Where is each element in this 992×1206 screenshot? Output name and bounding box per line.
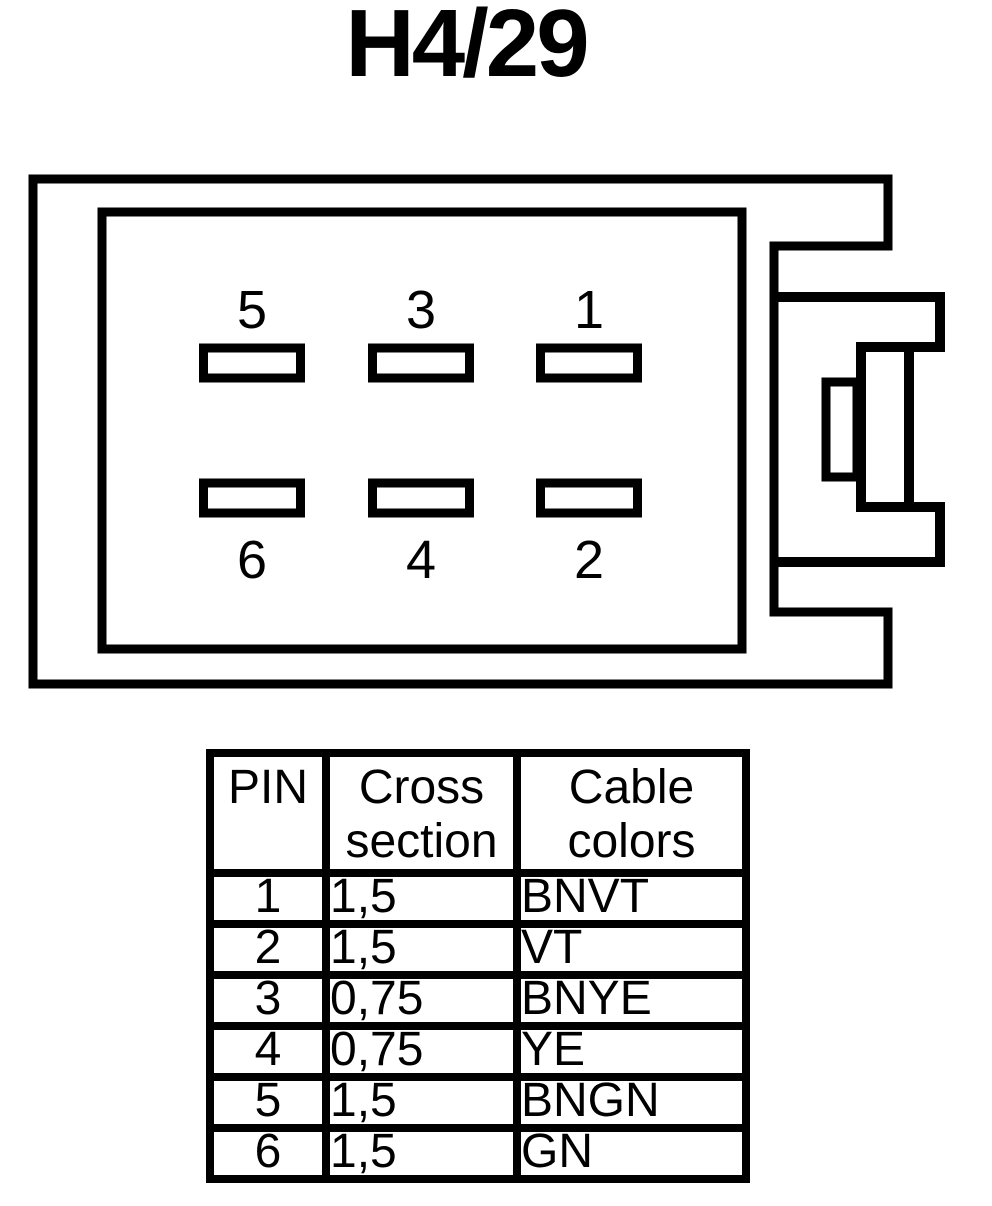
pin-slot-3 [368, 343, 474, 383]
pin-slot-5 [199, 343, 305, 383]
pin-label-3: 3 [406, 280, 436, 340]
cross-section-cell: 1,5 [322, 1073, 521, 1132]
header-pin: PIN [206, 749, 330, 877]
cable-color-cell: BNYE [513, 971, 750, 1030]
latch-tab-inner [821, 377, 862, 482]
pin-slot-4 [368, 478, 474, 518]
cross-section-cell: 0,75 [322, 971, 521, 1030]
table-row: 3 0,75 BNYE [206, 971, 750, 1030]
cable-color-cell: VT [513, 920, 750, 979]
pin-slot-6 [199, 478, 305, 518]
table-row: 2 1,5 VT [206, 920, 750, 979]
pin-label-1: 1 [574, 280, 604, 340]
connector-title: H4/29 [345, 0, 589, 97]
connector-diagram: 5 3 1 6 4 2 [28, 174, 945, 689]
table-row: 5 1,5 BNGN [206, 1073, 750, 1132]
pin-label-5: 5 [237, 280, 267, 340]
pinout-table: PIN Cross section Cable colors 1 1,5 BNV… [206, 749, 750, 1183]
pin-slot-2 [536, 478, 642, 518]
pin-cell: 3 [206, 971, 330, 1030]
table-header-row: PIN Cross section Cable colors [206, 749, 750, 877]
header-cross-section: Cross section [322, 749, 521, 877]
pin-cell: 2 [206, 920, 330, 979]
cross-section-cell: 0,75 [322, 1022, 521, 1081]
latch-tab-outer [856, 342, 914, 512]
cable-color-cell: GN [513, 1124, 750, 1183]
housing-outline [28, 174, 893, 689]
cross-section-cell: 1,5 [322, 920, 521, 979]
pin-cell: 5 [206, 1073, 330, 1132]
cable-color-cell: YE [513, 1022, 750, 1081]
pin-cell: 1 [206, 869, 330, 928]
pin-slot-1 [536, 343, 642, 383]
pin-cell: 6 [206, 1124, 330, 1183]
pin-cell: 4 [206, 1022, 330, 1081]
table-row: 1 1,5 BNVT [206, 869, 750, 928]
table-row: 6 1,5 GN [206, 1124, 750, 1183]
table-row: 4 0,75 YE [206, 1022, 750, 1081]
housing-cavity [97, 207, 747, 654]
pin-label-4: 4 [406, 530, 436, 590]
cross-section-cell: 1,5 [322, 869, 521, 928]
cable-color-cell: BNVT [513, 869, 750, 928]
pin-label-6: 6 [237, 530, 267, 590]
cable-color-cell: BNGN [513, 1073, 750, 1132]
pin-label-2: 2 [574, 530, 604, 590]
header-cable-colors: Cable colors [513, 749, 750, 877]
cross-section-cell: 1,5 [322, 1124, 521, 1183]
